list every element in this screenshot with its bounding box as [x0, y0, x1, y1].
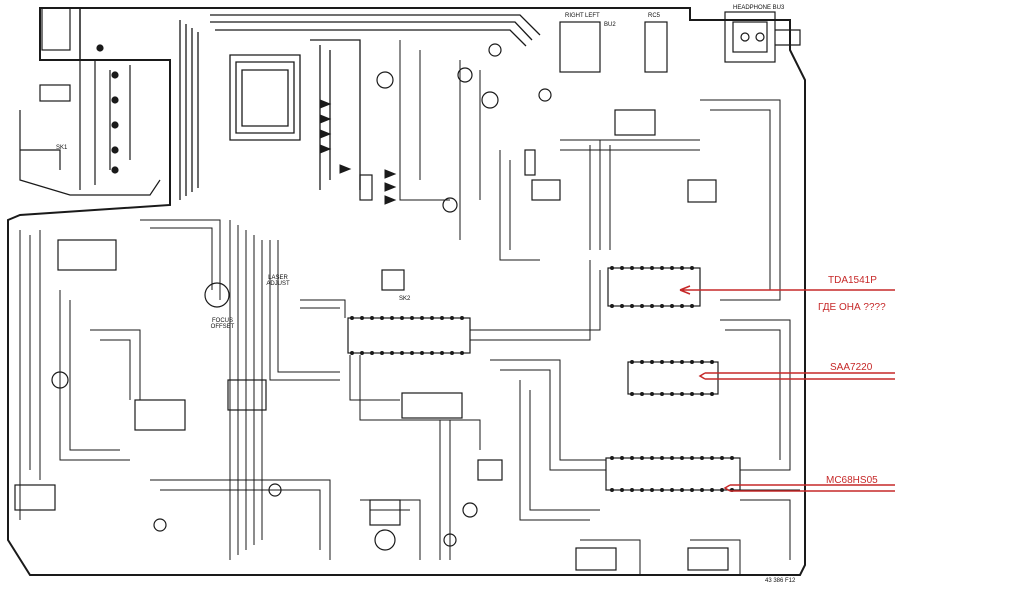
power-section: [19, 7, 161, 196]
annotation-question: ГДЕ ОНА ????: [818, 302, 886, 313]
ic-left-3: [14, 484, 56, 511]
sk2-label: SK2: [399, 296, 411, 302]
arrow-mc68hs05: [723, 484, 895, 492]
headphone-label: HEADPHONE BU3: [733, 5, 785, 11]
ic-center-2: [401, 392, 463, 419]
board-outline: [7, 7, 806, 576]
right-label: RIGHT: [565, 13, 584, 19]
rc5-label: RC5: [648, 13, 661, 19]
annotation-tda1541p: TDA1541P: [828, 275, 877, 286]
ic-center-1: [347, 317, 471, 354]
ic-mid-2: [227, 379, 267, 411]
connector-bu2: [559, 11, 801, 73]
annotation-saa7220: SAA7220: [830, 362, 873, 373]
arrow-saa7220: [698, 372, 895, 380]
sk1-label: SK1: [56, 145, 68, 151]
arrow-tda1541: [679, 285, 895, 295]
ic-pins: [350, 266, 734, 492]
ic-mid-1: [531, 179, 561, 201]
annotation-mc68hs05: MC68HS05: [826, 475, 878, 486]
focus-offset-label: FOCUS OFFSET: [210, 318, 235, 330]
board-notch: [39, 8, 81, 61]
ic-top-right-1: [614, 109, 656, 136]
left-label: LEFT: [585, 13, 600, 19]
ic-packages: [14, 109, 741, 511]
ic-mc68hs05: [605, 457, 741, 491]
part-number-label: 43 386 F12: [765, 578, 796, 584]
diode-array: [319, 99, 397, 205]
trace-bundle-top: [179, 14, 541, 200]
ic-left-2: [134, 399, 186, 431]
annotation-arrows: [679, 285, 895, 492]
ic-left-1: [57, 239, 117, 271]
ic-top-right-2: [687, 179, 717, 203]
components-square: [359, 149, 729, 571]
components-round: [51, 43, 552, 551]
laser-adjust-label: LASER ADJUST: [266, 275, 290, 287]
bu2-label: BU2: [604, 22, 616, 28]
trace-network: [19, 40, 800, 575]
